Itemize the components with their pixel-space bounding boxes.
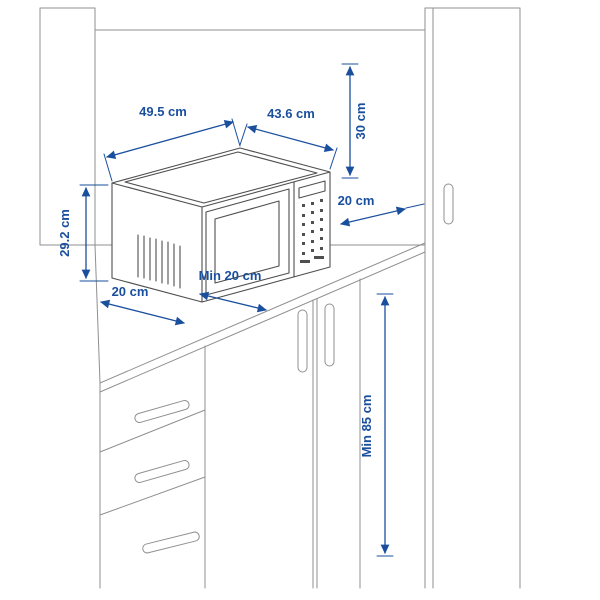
dimension-clearance-left: 20 cm xyxy=(99,284,186,326)
dimension-extension-lines xyxy=(341,63,359,179)
base-cabinet-doors xyxy=(312,278,361,589)
microwave xyxy=(111,147,331,303)
drawer-handle-top xyxy=(134,400,190,423)
tall-cabinet-right xyxy=(424,7,521,589)
microwave-top-seam xyxy=(124,151,318,204)
dimension-label-clearance-front: Min 20 cm xyxy=(199,268,262,283)
dimension-extension-lines xyxy=(405,203,425,209)
tall-cabinet-door-handle xyxy=(443,183,454,225)
dimension-clearance-front: Min 20 cm xyxy=(198,268,268,313)
microwave-vent-grille xyxy=(137,234,181,289)
dimension-measure-line xyxy=(246,124,335,153)
dimension-microwave-width: 49.5 cm xyxy=(103,104,241,182)
microwave-display xyxy=(298,180,326,199)
dimension-label-microwave-width: 49.5 cm xyxy=(139,104,187,119)
drawer-handle-bottom xyxy=(142,531,200,554)
drawer-unit-left xyxy=(99,345,206,589)
dimension-clearance-above: 30 cm xyxy=(341,63,368,179)
tall-cabinet-left xyxy=(39,7,96,246)
countertop xyxy=(94,242,426,393)
kitchen-cabinetry xyxy=(39,7,521,589)
base-door-handle-left xyxy=(297,309,308,373)
dimension-label-clearance-left: 20 cm xyxy=(112,284,149,299)
microwave-buttons xyxy=(300,199,324,263)
dimension-annotations: 49.5 cm 43.6 cm 30 cm 29.2 cm xyxy=(57,63,425,557)
dimension-extension-lines xyxy=(79,184,109,282)
dimension-label-clearance-side: 20 cm xyxy=(338,193,375,208)
drawer-handle-middle xyxy=(134,460,190,483)
base-door-handle-right xyxy=(324,303,335,367)
dimension-measure-line xyxy=(339,206,407,227)
microwave-edges xyxy=(111,171,331,303)
dimension-microwave-depth: 43.6 cm xyxy=(239,106,338,170)
dimension-extension-lines xyxy=(376,293,394,557)
microwave-door-window xyxy=(214,200,280,284)
dimension-measure-line xyxy=(105,120,235,159)
dimension-clearance-side: 20 cm xyxy=(338,193,425,227)
dimension-microwave-height: 29.2 cm xyxy=(57,184,109,282)
dimension-label-counter-height: Min 85 cm xyxy=(359,395,374,458)
dimension-label-microwave-height: 29.2 cm xyxy=(57,209,72,257)
dimension-label-microwave-depth: 43.6 cm xyxy=(267,106,315,121)
dimension-measure-line xyxy=(198,291,268,313)
dimension-measure-line xyxy=(99,299,186,326)
dimension-counter-height: Min 85 cm xyxy=(359,293,394,557)
dimension-extension-lines xyxy=(239,123,338,170)
microwave-door xyxy=(205,188,290,296)
dimension-label-clearance-above: 30 cm xyxy=(353,103,368,140)
